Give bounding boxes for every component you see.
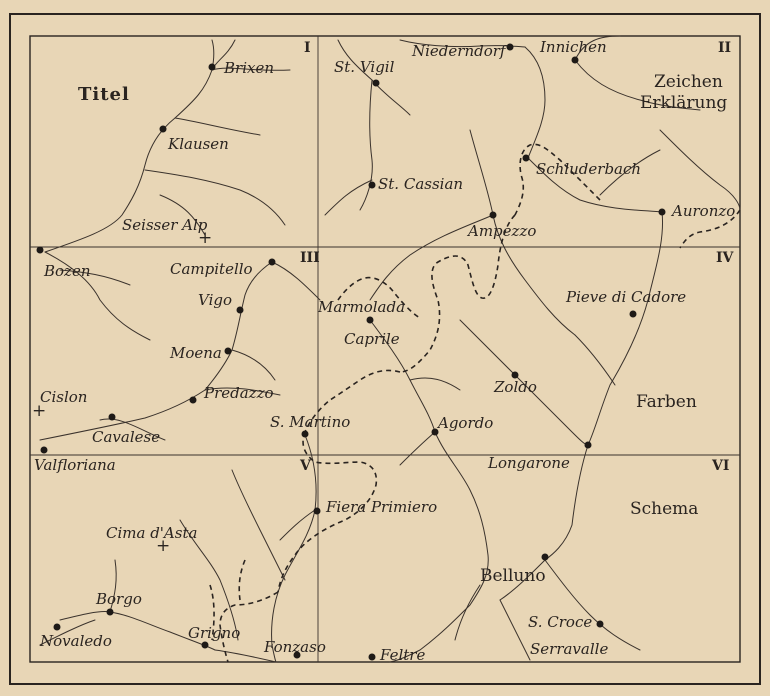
rivers [39, 35, 741, 663]
place-brixen: Brixen [223, 59, 274, 77]
place-st-cassian: St. Cassian [378, 175, 463, 193]
place-labels: Brixen Klausen St. Vigil Niederndorf Inn… [34, 38, 735, 664]
quadrant-1: I [304, 40, 311, 56]
place-campitello: Campitello [170, 260, 253, 278]
legend-label-line2: Erklärung [640, 93, 727, 113]
svg-text:+: + [198, 228, 212, 248]
place-s-croce: S. Croce [528, 613, 592, 631]
outer-frame [9, 13, 761, 685]
place-cislon: Cislon [40, 388, 87, 406]
place-cima-d-asta: Cima d'Asta [106, 524, 197, 542]
place-vigo: Vigo [198, 291, 232, 309]
place-cavalese: Cavalese [92, 428, 160, 446]
place-auronzo: Auronzo [670, 202, 735, 220]
place-belluno: Belluno [480, 566, 546, 586]
place-s-martino: S. Martino [270, 413, 350, 431]
place-moena: Moena [169, 344, 222, 362]
place-ampezzo: Ampezzo [466, 222, 536, 240]
place-klausen: Klausen [167, 135, 229, 153]
place-valfloriana: Valfloriana [34, 456, 116, 474]
grid-lines [30, 36, 740, 662]
town-markers [36, 43, 666, 661]
place-predazzo: Predazzo [203, 384, 274, 402]
place-marmolada: Marmolada [317, 298, 405, 316]
place-seisser-alp: Seisser Alp [122, 216, 208, 234]
svg-text:+: + [156, 536, 170, 556]
place-bozen: Bozen [43, 262, 91, 280]
quadrant-6: VI [711, 458, 729, 474]
place-zoldo: Zoldo [493, 378, 537, 396]
place-grigno: Grigno [188, 624, 240, 642]
place-niederndorf: Niederndorf [411, 42, 508, 60]
place-schluderbach: Schluderbach [536, 160, 641, 178]
place-novaledo: Novaledo [39, 632, 112, 650]
place-fiera-primiero: Fiera Primiero [325, 498, 437, 516]
mountain-markers: + + + [32, 228, 212, 556]
place-agordo: Agordo [436, 414, 493, 432]
title-label: Titel [78, 84, 130, 105]
colors-label: Farben [636, 392, 697, 412]
quadrant-4: IV [716, 250, 735, 266]
svg-text:+: + [32, 401, 46, 421]
place-caprile: Caprile [344, 330, 400, 348]
place-fonzaso: Fonzaso [263, 638, 326, 656]
quadrant-5: V [299, 458, 312, 474]
quadrant-2: II [718, 40, 731, 56]
schema-label: Schema [630, 499, 698, 519]
legend-label-line1: Zeichen [654, 72, 723, 92]
margin-labels: Titel Zeichen Erklärung Farben Schema [78, 72, 727, 519]
place-longarone: Longarone [487, 454, 570, 472]
quadrant-3: III [300, 250, 320, 266]
place-borgo: Borgo [95, 590, 142, 608]
place-serravalle: Serravalle [530, 640, 608, 658]
place-pieve-di-cadore-1: Pieve di Cadore [565, 288, 686, 306]
quadrant-numbers: I II III IV V VI [299, 40, 735, 474]
state-border [209, 143, 741, 663]
place-feltre: Feltre [379, 646, 425, 664]
inner-frame [29, 35, 741, 663]
place-innichen: Innichen [539, 38, 607, 56]
place-st-vigil: St. Vigil [334, 58, 395, 76]
